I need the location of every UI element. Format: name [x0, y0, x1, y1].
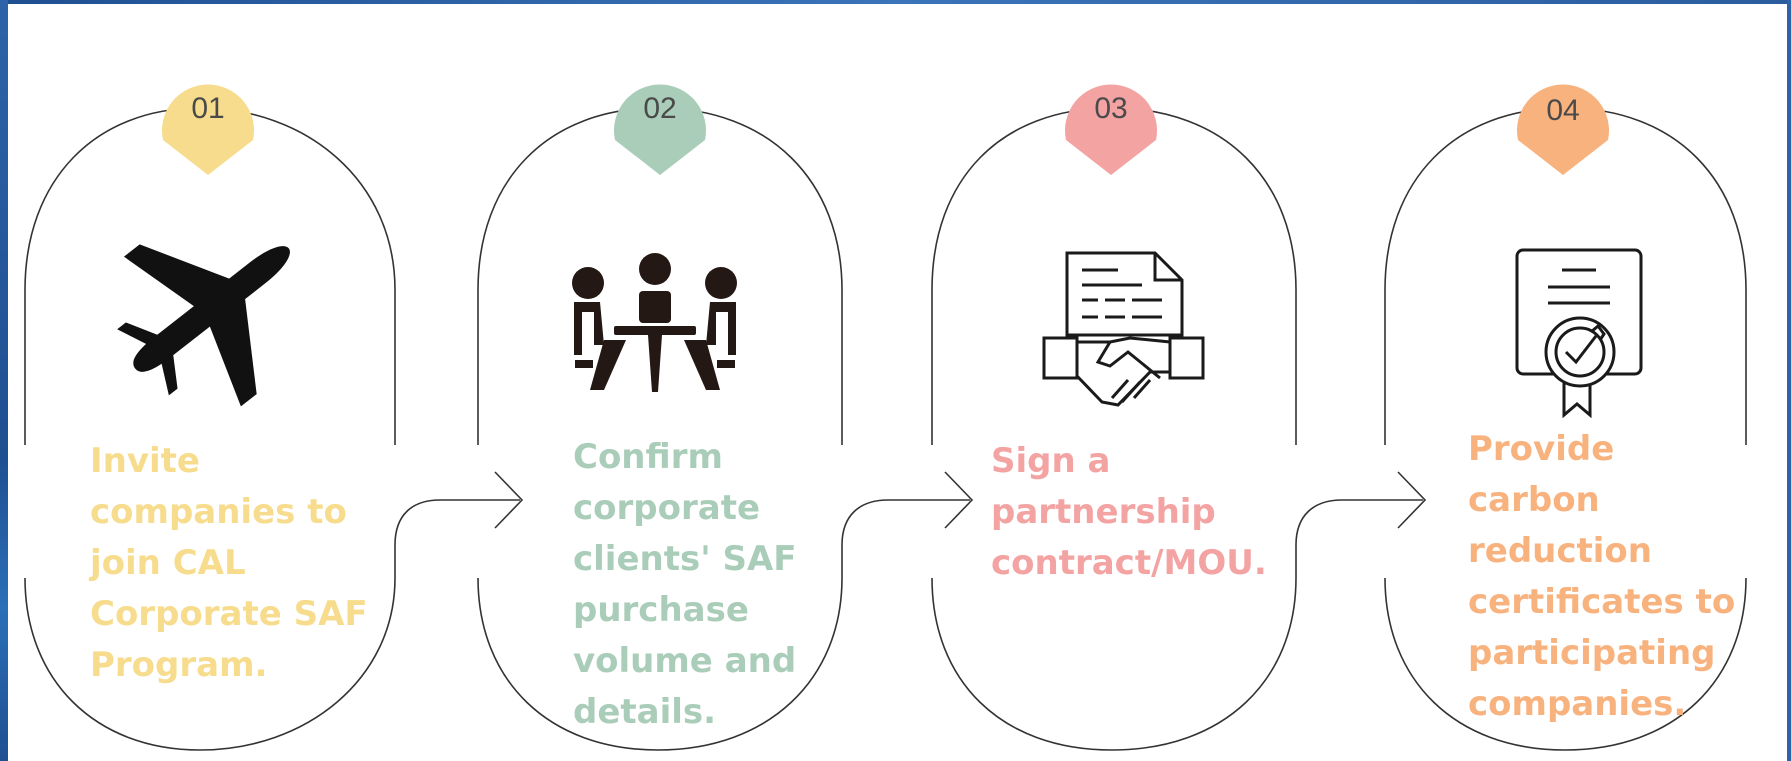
connector-1-2 — [394, 499, 520, 578]
connector-arrows — [394, 471, 1427, 578]
contract-handshake-icon — [1042, 251, 1205, 407]
step-4-description: Provide carbon reduction certificates to… — [1468, 429, 1736, 724]
badge-02: 02 — [613, 84, 706, 175]
connector-2-3 — [841, 499, 970, 578]
badge-03-marker — [1065, 84, 1157, 175]
badge-03: 03 — [1065, 84, 1157, 175]
badge-01-label: 01 — [191, 92, 224, 125]
capsule-4-outline-bottom — [1384, 577, 1747, 751]
arrowhead-1-2 — [494, 471, 524, 529]
step-2-description: Confirm corporate clients' SAF purchase … — [573, 437, 797, 732]
badge-01-marker — [162, 84, 254, 175]
window-right-border — [1787, 0, 1791, 761]
badge-04-marker — [1517, 84, 1609, 175]
connector-3-4 — [1295, 499, 1423, 578]
capsule-3-outline-bottom — [931, 577, 1297, 751]
badge-03-label: 03 — [1094, 92, 1127, 125]
airplane-icon — [117, 244, 290, 407]
meeting-icon — [572, 253, 737, 392]
badge-02-label: 02 — [643, 92, 676, 125]
badge-02-marker — [613, 84, 706, 175]
certificate-icon — [1515, 248, 1643, 419]
badge-01: 01 — [162, 84, 254, 175]
capsule-2-outline-bottom — [477, 577, 843, 751]
step-1-description: Invite companies to join CAL Corporate S… — [90, 441, 368, 685]
window-top-border — [0, 0, 1791, 4]
arrowhead-2-3 — [944, 471, 974, 529]
badge-04: 04 — [1517, 84, 1609, 175]
window-left-border — [0, 0, 8, 761]
capsule-1-outline-bottom — [24, 577, 396, 751]
badge-04-label: 04 — [1546, 94, 1579, 127]
step-3-description: Sign a partnership contract/MOU. — [991, 441, 1267, 583]
arrowhead-3-4 — [1397, 471, 1427, 529]
